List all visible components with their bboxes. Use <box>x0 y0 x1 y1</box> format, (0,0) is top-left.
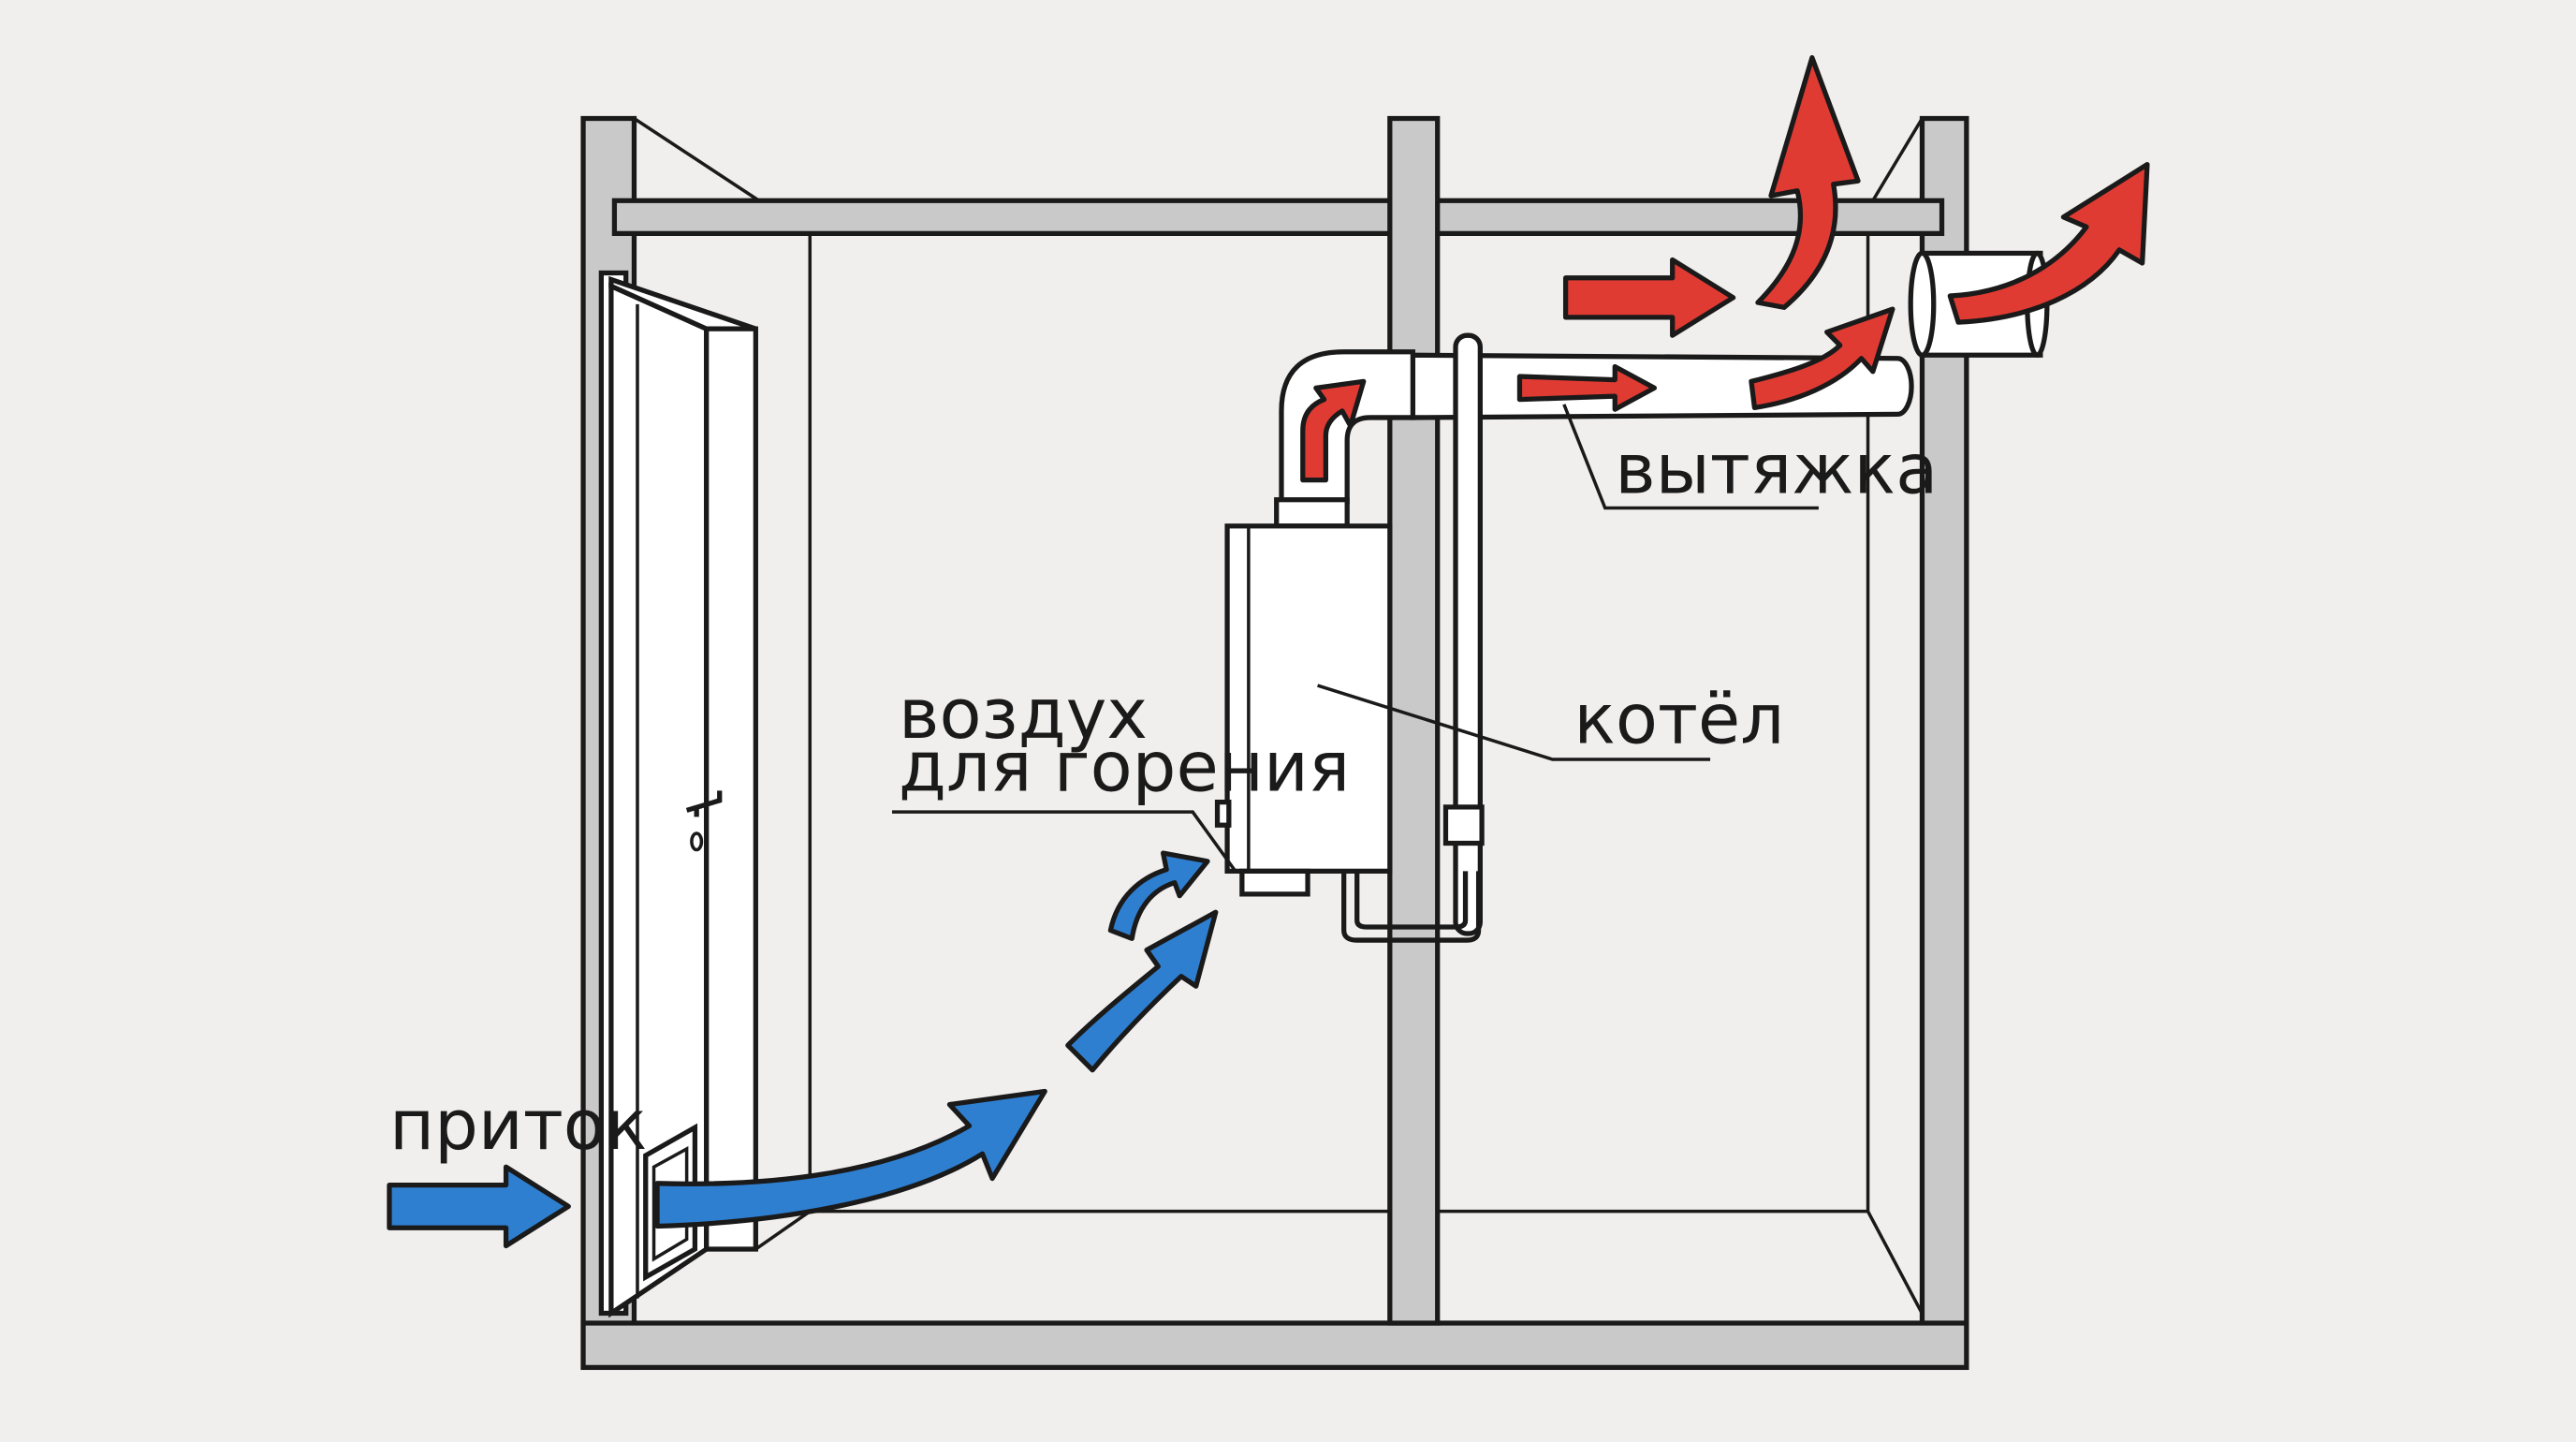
boiler-body <box>1224 523 1393 874</box>
room-airflow-arrow <box>654 1088 1047 1229</box>
floor-left-perspective <box>754 1210 812 1251</box>
flue-terminal-mouth <box>1908 250 1937 358</box>
ceiling-beam <box>611 198 1945 236</box>
combustion-air-label-line2: для горения <box>899 728 1350 807</box>
boiler-leader <box>1317 684 1711 761</box>
door-handle-icon <box>685 790 723 817</box>
flue-flow-arrow <box>1516 363 1658 412</box>
ceiling-right-perspective <box>1871 117 1924 202</box>
door <box>598 270 758 1318</box>
supply-air-arrows <box>387 850 1219 1249</box>
boiler-loop-pipe-outer <box>1341 871 1482 943</box>
floor-slab <box>580 1320 1969 1371</box>
boiler-loop-pipe-inner <box>1354 871 1469 930</box>
combustion-air-arrow <box>1107 850 1210 941</box>
combustion-air-label-line1: воздух <box>899 675 1148 755</box>
labels: приток воздух для горения котёл вытяжка <box>389 404 1938 1166</box>
gas-valve <box>1442 804 1485 846</box>
door-leaf <box>704 326 758 1252</box>
door-vent-grille-inner <box>651 1145 689 1262</box>
flue-rise-arrow <box>1300 378 1367 483</box>
combustion-air-leader <box>892 810 1237 873</box>
keyhole-icon <box>690 831 704 852</box>
boiler-air-inlet <box>1239 868 1310 897</box>
ceiling-left-perspective <box>633 117 760 202</box>
floor-right-perspective <box>1866 1210 1927 1321</box>
intake-label: приток <box>389 1086 647 1166</box>
exhaust-label: вытяжка <box>1615 431 1938 510</box>
upward-exhaust-arrow <box>1755 54 1861 310</box>
intake-arrow <box>387 1164 571 1249</box>
boiler-label: котёл <box>1573 680 1784 759</box>
flue-collar <box>1274 497 1350 529</box>
boiler-side-knob <box>1214 799 1232 828</box>
terminal-approach-arrow <box>1749 306 1895 411</box>
ceiling-flow-arrow <box>1562 257 1736 338</box>
vertical-gas-pipe <box>1453 332 1483 936</box>
exhaust-air-arrows <box>1300 54 2150 483</box>
rising-air-arrow <box>1065 909 1219 1073</box>
exhaust-leader <box>1562 404 1819 510</box>
outlet-exhaust-arrow <box>1947 162 2150 325</box>
